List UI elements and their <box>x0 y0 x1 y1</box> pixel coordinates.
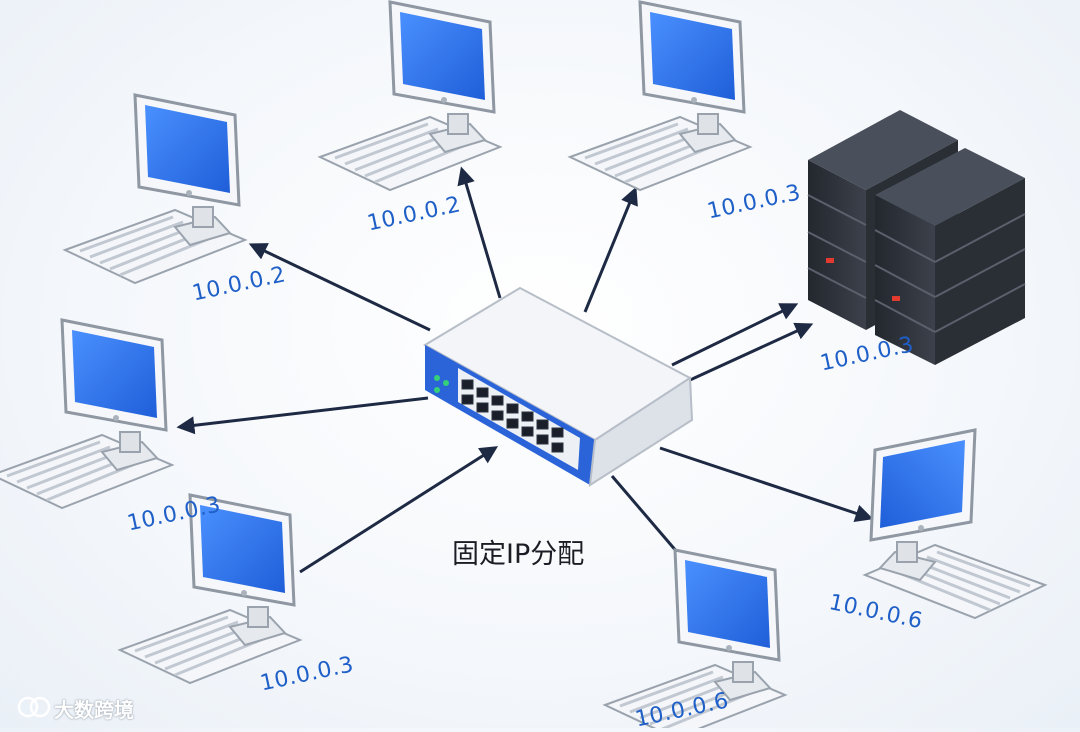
computer-icon <box>863 428 1047 620</box>
arrow-to-pc-top-left <box>248 243 431 332</box>
watermark-text: 大数跨境 <box>54 698 134 722</box>
computer-icon <box>0 318 174 510</box>
arrow-to-server-2 <box>689 322 814 382</box>
arrow-to-server-1 <box>671 303 799 367</box>
arrow-to-pc-top-center <box>457 166 502 299</box>
computer-icon <box>63 93 247 285</box>
server-icon <box>807 110 1026 365</box>
arrow-to-pc-mid-left <box>176 396 429 435</box>
arrow-from-pc-bottom-left <box>299 446 499 574</box>
computer-icon <box>568 0 752 192</box>
arrow-to-pc-top-right <box>583 186 638 313</box>
diagram-caption: 固定IP分配 <box>452 539 585 570</box>
watermark-logo-icon <box>17 696 51 718</box>
computer-icon <box>318 0 502 192</box>
arrow-to-pc-right <box>659 446 874 522</box>
connection-arrows <box>176 166 874 576</box>
network-switch-icon <box>423 286 694 487</box>
